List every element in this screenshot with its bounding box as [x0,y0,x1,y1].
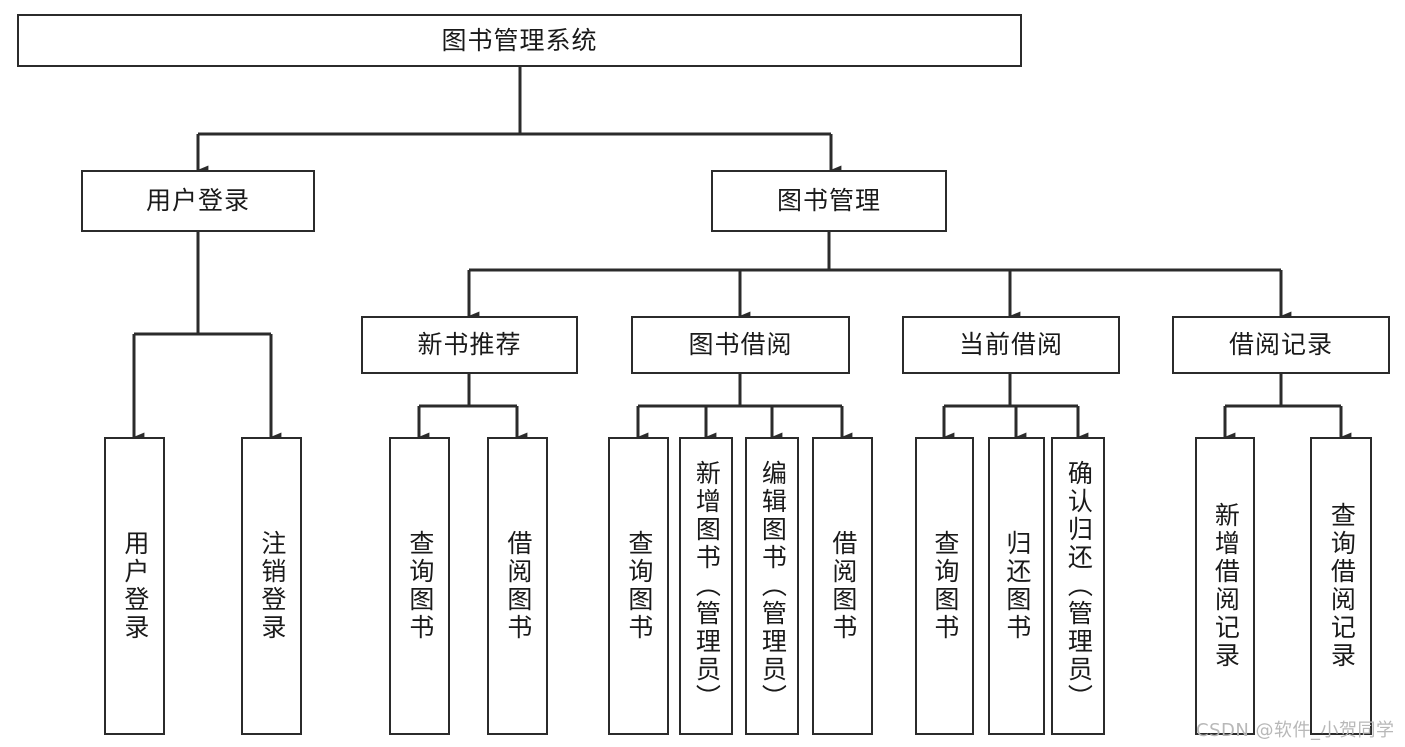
leaf-query-borrow-record[interactable]: 查询借阅记录 [1310,437,1372,735]
leaf-borrow-book-newbook[interactable]: 借阅图书 [487,437,548,735]
leaf-query-book-current[interactable]: 查询图书 [915,437,974,735]
leaf-add-book-admin[interactable]: 新增图书（管理员） [679,437,733,735]
node-current-borrow[interactable]: 当前借阅 [902,316,1120,374]
csdn-watermark: CSDN @软件_小贺同学 [1196,720,1395,741]
leaf-query-book-borrow[interactable]: 查询图书 [608,437,669,735]
leaf-borrow-book[interactable]: 借阅图书 [812,437,873,735]
leaf-return-book[interactable]: 归还图书 [988,437,1045,735]
leaf-confirm-return-admin[interactable]: 确认归还（管理员） [1051,437,1105,735]
node-book-borrow[interactable]: 图书借阅 [631,316,850,374]
leaf-add-borrow-record[interactable]: 新增借阅记录 [1195,437,1255,735]
node-new-book-recommend[interactable]: 新书推荐 [361,316,578,374]
leaf-query-book-newbook[interactable]: 查询图书 [389,437,450,735]
leaf-edit-book-admin[interactable]: 编辑图书（管理员） [745,437,799,735]
leaf-user-logout[interactable]: 注销登录 [241,437,302,735]
node-borrow-record[interactable]: 借阅记录 [1172,316,1390,374]
node-root[interactable]: 图书管理系统 [17,14,1022,67]
node-book-management[interactable]: 图书管理 [711,170,947,232]
node-user-login[interactable]: 用户登录 [81,170,315,232]
leaf-user-login[interactable]: 用户登录 [104,437,165,735]
